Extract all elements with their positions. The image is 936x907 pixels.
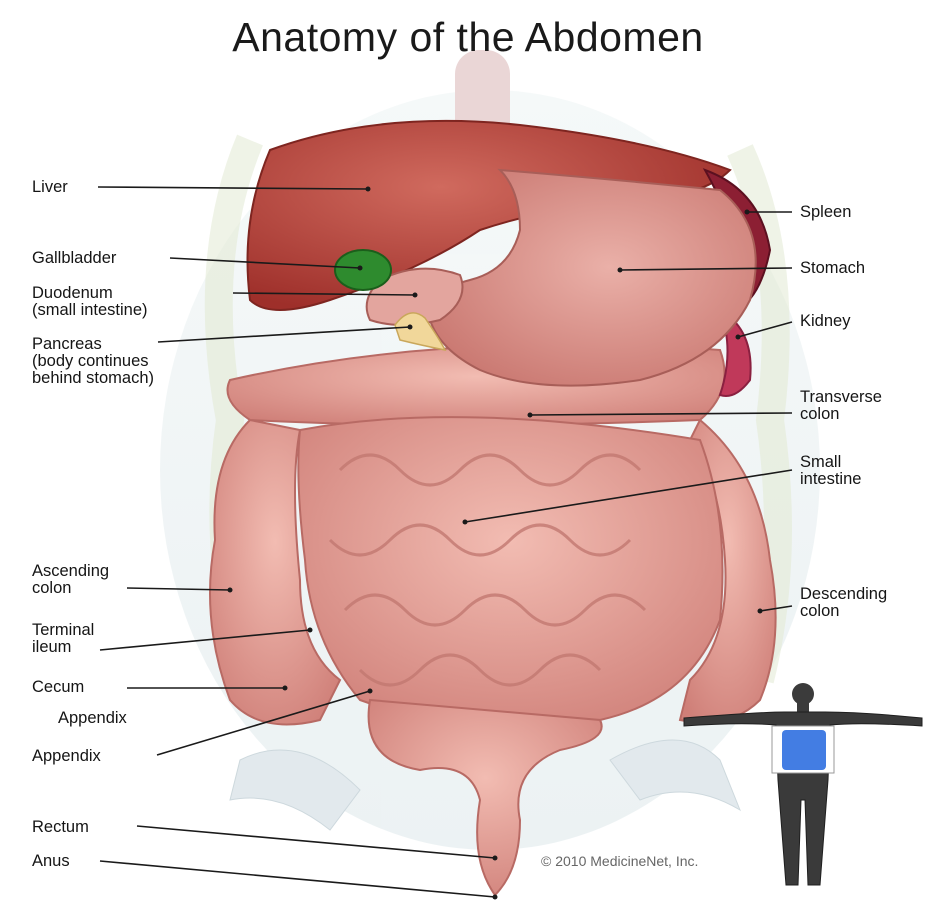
label-ascending-colon: Ascending colon	[32, 563, 109, 597]
label-terminal-ileum: Terminal ileum	[32, 622, 94, 656]
label-gallbladder: Gallbladder	[32, 250, 116, 267]
label-small-intestine: Small intestine	[800, 454, 861, 488]
label-spleen: Spleen	[800, 204, 851, 221]
gallbladder-organ	[335, 250, 391, 290]
page-title: Anatomy of the Abdomen	[0, 14, 936, 61]
label-duodenum: Duodenum (small intestine)	[32, 285, 148, 319]
label-transverse-colon: Transverse colon	[800, 389, 882, 423]
label-pancreas: Pancreas (body continues behind stomach)	[32, 336, 154, 387]
label-kidney: Kidney	[800, 313, 850, 330]
small-intestine	[298, 417, 722, 895]
label-liver: Liver	[32, 179, 68, 196]
label-cecum: Cecum	[32, 679, 84, 696]
label-rectum: Rectum	[32, 819, 89, 836]
label-appendix-2: Appendix	[32, 748, 101, 765]
label-stomach: Stomach	[800, 260, 865, 277]
copyright-text: © 2010 MedicineNet, Inc.	[541, 853, 698, 869]
label-anus: Anus	[32, 853, 70, 870]
label-descending-colon: Descending colon	[800, 586, 887, 620]
label-appendix-1: Appendix	[58, 710, 127, 727]
